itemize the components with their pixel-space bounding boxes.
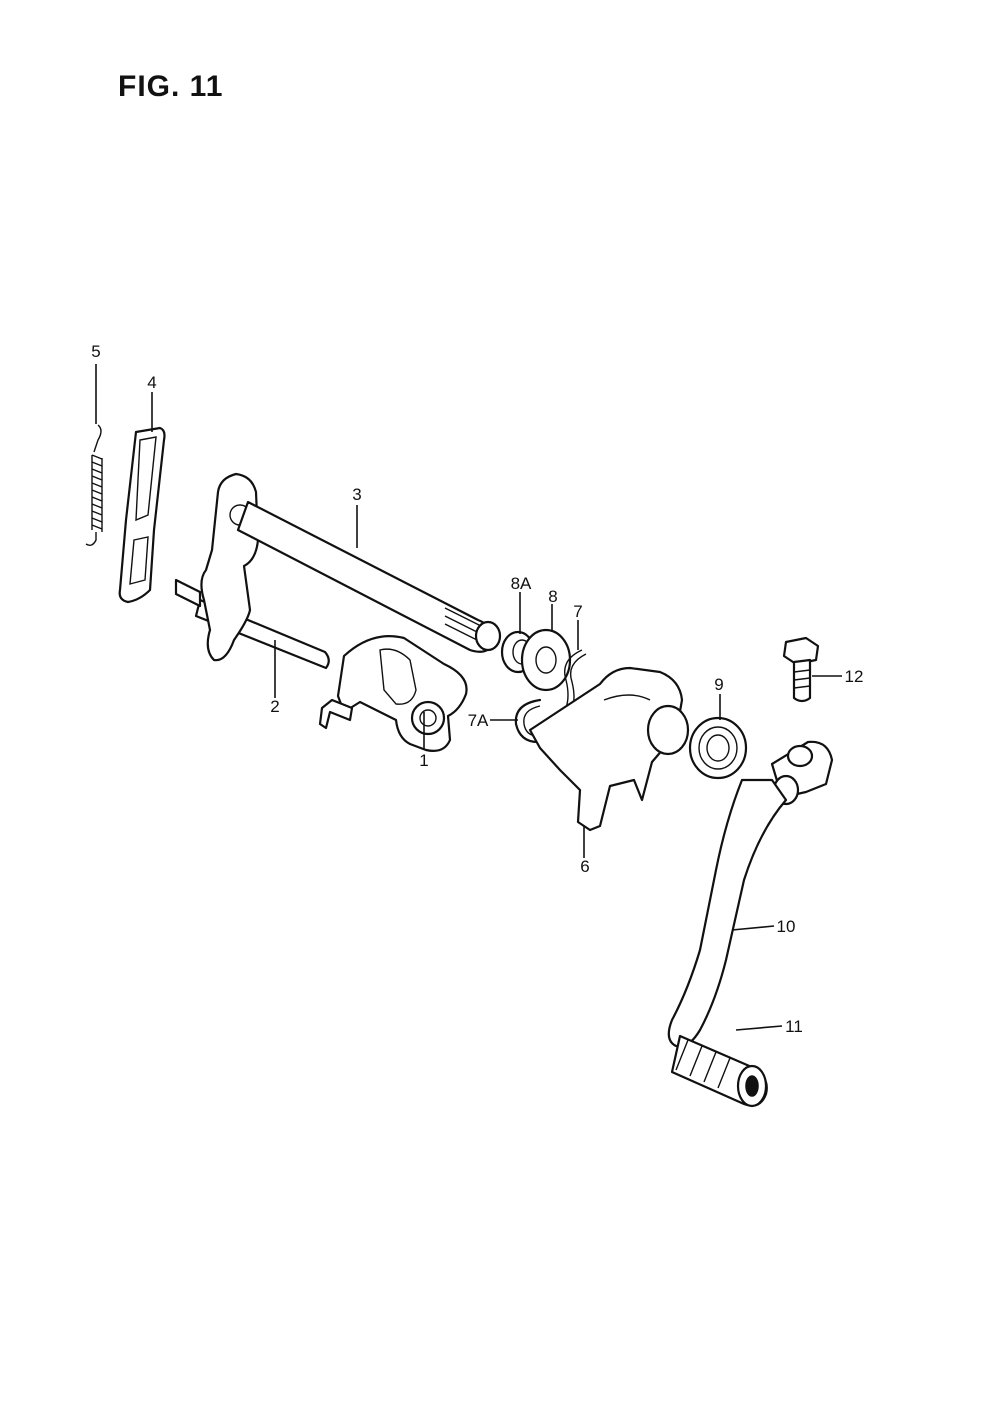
- leader-lines: [95, 364, 842, 1031]
- callout-label: 8A: [511, 574, 532, 593]
- figure-title: FIG. 11: [118, 70, 224, 103]
- callout-label: 7: [573, 602, 582, 621]
- callout-label: 9: [714, 675, 723, 694]
- part-shift-lever: [667, 740, 834, 1048]
- callout-label: 3: [352, 485, 361, 504]
- part-main-shaft: [200, 472, 502, 662]
- part-washer-8: [520, 628, 572, 692]
- callout-label: 10: [777, 917, 796, 936]
- part-shaft-pin: [174, 578, 330, 670]
- callout-label: 7A: [468, 711, 489, 730]
- callout-label: 5: [91, 342, 100, 361]
- callout-label: 4: [147, 373, 156, 392]
- part-shift-fork: [528, 666, 690, 832]
- callout-label: 12: [845, 667, 864, 686]
- callout-labels: 5 4 3 2 1 8A 8 7 7A 6 9 12 10 11: [91, 342, 863, 1036]
- callout-label: 11: [785, 1017, 803, 1036]
- part-cam-plate: [318, 635, 468, 752]
- part-bolt: [782, 636, 820, 703]
- part-bearing: [688, 716, 748, 780]
- part-plate: [118, 426, 166, 604]
- callout-label: 2: [270, 697, 279, 716]
- part-footpeg-rubber: [670, 1034, 768, 1108]
- callout-label: 1: [419, 751, 428, 770]
- callout-label: 6: [580, 857, 589, 876]
- part-spring: [85, 424, 103, 547]
- callout-label: 8: [548, 587, 557, 606]
